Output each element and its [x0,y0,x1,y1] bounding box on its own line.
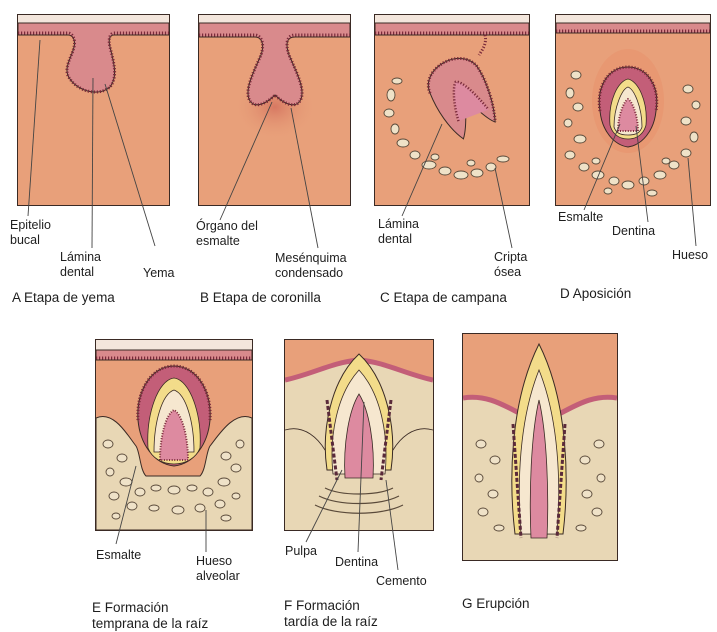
bud-stage-illustration [18,15,169,205]
panel-early-root-formation [95,339,253,531]
cap-stage-illustration [199,15,350,205]
label-dentin-apposition: Dentina [612,224,655,239]
label-dentin-late-root: Dentina [335,555,378,570]
caption-apposition: D Aposición [560,286,631,302]
label-enamel-apposition: Esmalte [558,210,603,225]
label-bone-apposition: Hueso [672,248,708,263]
label-cementum: Cemento [376,574,427,589]
panel-eruption [462,333,618,561]
late-root-illustration [285,340,433,530]
early-root-illustration [96,340,252,530]
caption-bell-stage: C Etapa de campana [380,290,507,306]
label-pulp: Pulpa [285,544,317,559]
eruption-illustration [463,334,617,560]
label-dental-lamina-bell: Lámina dental [378,217,419,247]
label-alveolar-bone: Hueso alveolar [196,554,240,584]
caption-early-root-formation: E Formación temprana de la raíz [92,600,208,632]
label-bud: Yema [143,266,175,281]
apposition-stage-illustration [556,15,710,205]
panel-bud-stage [17,14,170,206]
label-dental-lamina: Lámina dental [60,250,101,280]
panel-late-root-formation [284,339,434,531]
label-enamel-early-root: Esmalte [96,548,141,563]
label-bony-crypt: Cripta ósea [494,250,527,280]
bell-stage-illustration [375,15,529,205]
panel-cap-stage [198,14,351,206]
caption-bud-stage: A Etapa de yema [12,290,115,306]
caption-cap-stage: B Etapa de coronilla [200,290,321,306]
label-oral-epithelium: Epitelio bucal [10,218,51,248]
panel-apposition-stage [555,14,711,206]
caption-late-root-formation: F Formación tardía de la raíz [284,598,378,630]
caption-eruption: G Erupción [462,596,530,612]
panel-bell-stage [374,14,530,206]
label-enamel-organ: Órgano del esmalte [196,219,258,249]
label-condensed-mesenchyme: Mesénquima condensado [275,251,347,281]
